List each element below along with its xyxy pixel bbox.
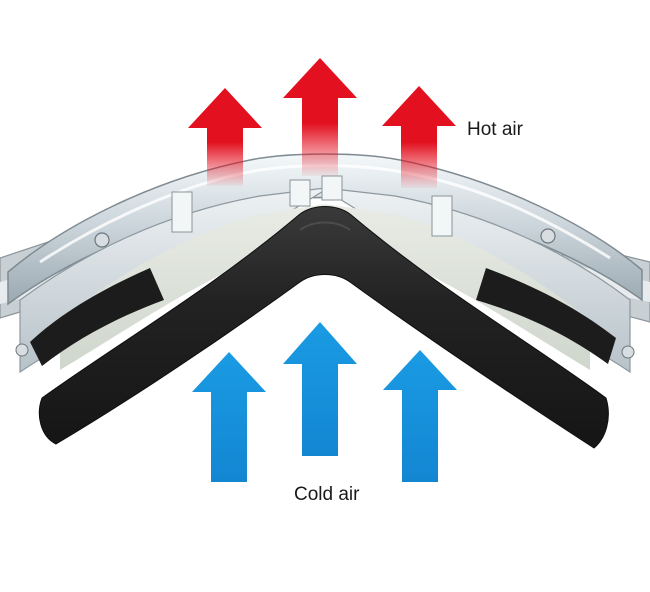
cold-air-arrows bbox=[192, 322, 457, 482]
arrow-up-icon bbox=[283, 58, 357, 176]
arrow-up-icon bbox=[192, 352, 266, 482]
hot-air-label: Hot air bbox=[467, 119, 523, 140]
arrow-up-icon bbox=[283, 322, 357, 456]
hot-air-arrows bbox=[188, 58, 456, 188]
cold-air-label: Cold air bbox=[294, 484, 360, 505]
arrow-up-icon bbox=[382, 86, 456, 188]
arrow-up-icon bbox=[383, 350, 457, 482]
foam-padding bbox=[38, 206, 609, 449]
arrow-up-icon bbox=[188, 88, 262, 186]
